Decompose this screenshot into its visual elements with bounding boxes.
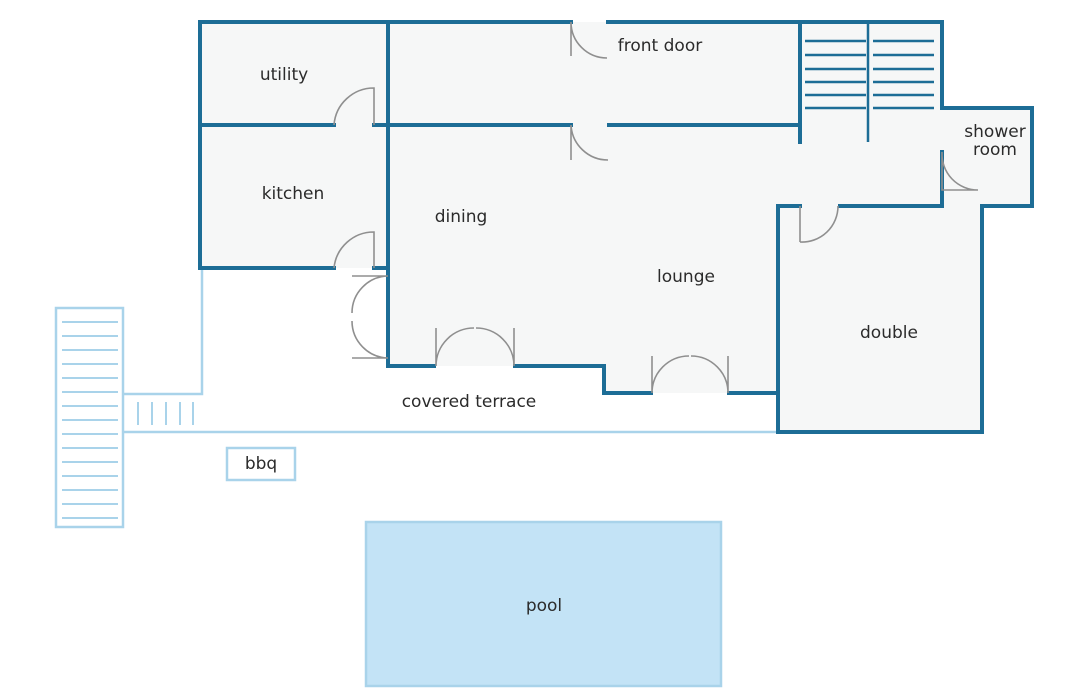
floor-fills — [200, 22, 1032, 432]
terrace-steps — [137, 402, 194, 425]
label-bbq: bbq — [245, 454, 277, 474]
pool-shape — [364, 520, 723, 688]
label-pool: pool — [526, 596, 562, 616]
label-kitchen: kitchen — [262, 184, 325, 204]
label-lounge: lounge — [657, 267, 715, 287]
side-staircase — [54, 306, 125, 529]
terrace-outline-west — [124, 270, 204, 396]
label-shower-room-line1: shower — [964, 122, 1025, 142]
side-staircase-treads — [62, 321, 118, 519]
walls — [198, 20, 1034, 434]
interior-staircase — [805, 22, 934, 142]
doors — [333, 21, 979, 394]
label-utility: utility — [260, 65, 308, 85]
exterior — [54, 270, 778, 688]
label-double: double — [860, 323, 918, 343]
bbq-box — [225, 446, 297, 482]
label-dining: dining — [435, 207, 488, 227]
label-front-door: front door — [618, 36, 702, 56]
label-covered-terrace: covered terrace — [402, 392, 537, 412]
label-shower-room-line2: room — [973, 140, 1017, 160]
